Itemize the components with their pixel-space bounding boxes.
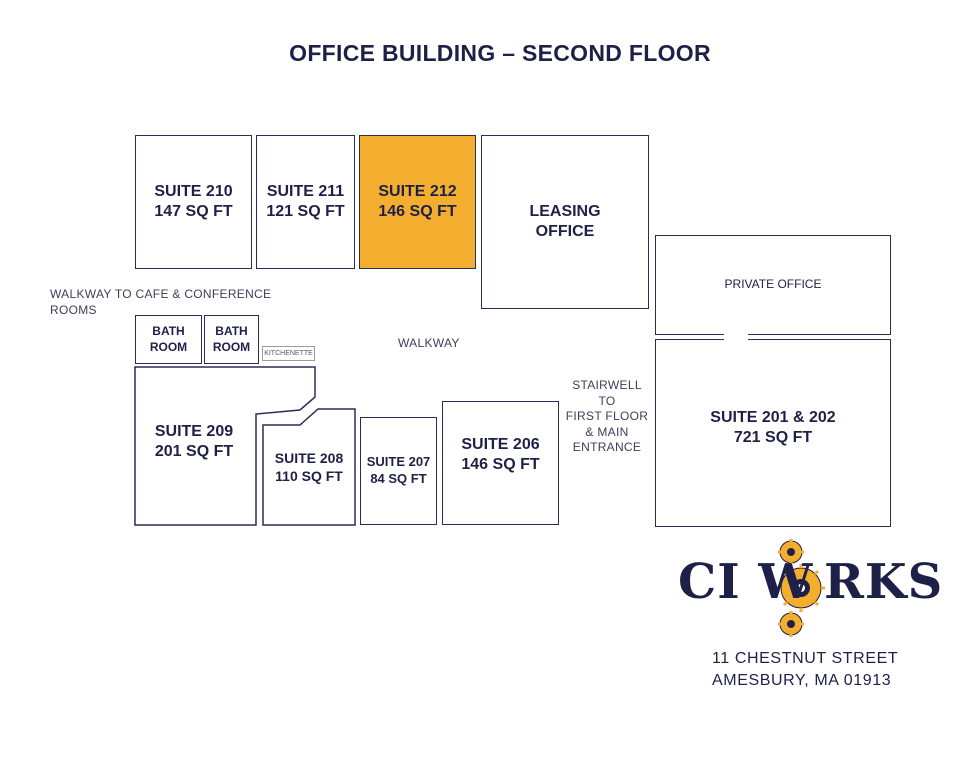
bathroom-1[interactable]: BATH ROOM: [135, 315, 202, 364]
private-office[interactable]: PRIVATE OFFICE: [655, 235, 891, 335]
door-gap: [724, 333, 748, 341]
suite-206-name: SUITE 206: [461, 435, 540, 453]
suite-210-area: 147 SQ FT: [154, 203, 233, 220]
stairwell-label: STAIRWELL TO FIRST FLOOR & MAIN ENTRANCE: [562, 378, 652, 456]
kitchenette[interactable]: KITCHENETTE: [262, 346, 315, 361]
bathroom-1-line2: ROOM: [149, 339, 188, 354]
suite-207[interactable]: SUITE 207 84 SQ FT: [360, 417, 437, 525]
ci-works-logo: CI W RKS: [674, 538, 942, 638]
suite-209-label: SUITE 209 201 SQ FT: [138, 412, 250, 472]
bathroom-2-line1: BATH: [215, 324, 248, 339]
logo-text-left: CI W: [678, 554, 814, 610]
suite-201-202-name: SUITE 201 & 202: [710, 408, 836, 426]
suite-212-area: 146 SQ FT: [378, 203, 457, 220]
suite-201-202-area: 721 SQ FT: [733, 429, 813, 446]
suite-212[interactable]: SUITE 212 146 SQ FT: [359, 135, 476, 269]
suite-210-name: SUITE 210: [154, 182, 233, 200]
stairwell-line5: ENTRANCE: [572, 440, 642, 455]
kitchenette-label: KITCHENETTE: [264, 350, 313, 357]
suite-208-name: SUITE 208: [274, 450, 344, 467]
suite-206[interactable]: SUITE 206 146 SQ FT: [442, 401, 559, 525]
suite-208-label: SUITE 208 110 SQ FT: [264, 445, 354, 491]
suite-212-name: SUITE 212: [378, 182, 457, 200]
leasing-office-line1: LEASING: [529, 202, 601, 220]
stairwell-line2: TO: [598, 393, 616, 408]
suite-206-area: 146 SQ FT: [461, 456, 540, 473]
stairwell-line1: STAIRWELL: [572, 378, 642, 392]
bathroom-1-line1: BATH: [152, 324, 185, 339]
suite-209-name: SUITE 209: [154, 422, 234, 440]
suite-211-area: 121 SQ FT: [266, 203, 345, 220]
stairwell-line3: FIRST FLOOR: [565, 409, 649, 424]
suite-211[interactable]: SUITE 211 121 SQ FT: [256, 135, 355, 269]
address-line1: 11 CHESTNUT STREET: [712, 650, 899, 667]
address: 11 CHESTNUT STREET AMESBURY, MA 01913: [712, 648, 898, 691]
private-office-label: PRIVATE OFFICE: [724, 277, 822, 292]
leasing-office-line2: OFFICE: [535, 223, 595, 240]
suite-209-outline[interactable]: [134, 366, 316, 526]
suite-207-name: SUITE 207: [366, 454, 431, 470]
logo-text-right: RKS: [824, 554, 944, 610]
walkway-to-cafe-label: WALKWAY TO CAFE & CONFERENCE ROOMS: [50, 287, 272, 317]
gear-icon: [777, 539, 825, 637]
suite-210[interactable]: SUITE 210 147 SQ FT: [135, 135, 252, 269]
suite-209-area: 201 SQ FT: [154, 443, 234, 460]
walkway-label: WALKWAY: [398, 336, 460, 350]
suite-201-202[interactable]: SUITE 201 & 202 721 SQ FT: [655, 339, 891, 527]
bathroom-2-line2: ROOM: [212, 339, 251, 354]
stairwell-line4: & MAIN: [585, 424, 629, 439]
page-title: OFFICE BUILDING – SECOND FLOOR: [289, 40, 711, 66]
address-line2: AMESBURY, MA 01913: [712, 671, 892, 689]
suite-211-name: SUITE 211: [266, 182, 345, 200]
suite-207-area: 84 SQ FT: [370, 471, 427, 486]
bathroom-2[interactable]: BATH ROOM: [204, 315, 259, 364]
suite-208-outline[interactable]: [262, 408, 356, 526]
suite-208-area: 110 SQ FT: [275, 468, 343, 484]
leasing-office[interactable]: LEASING OFFICE: [481, 135, 649, 309]
